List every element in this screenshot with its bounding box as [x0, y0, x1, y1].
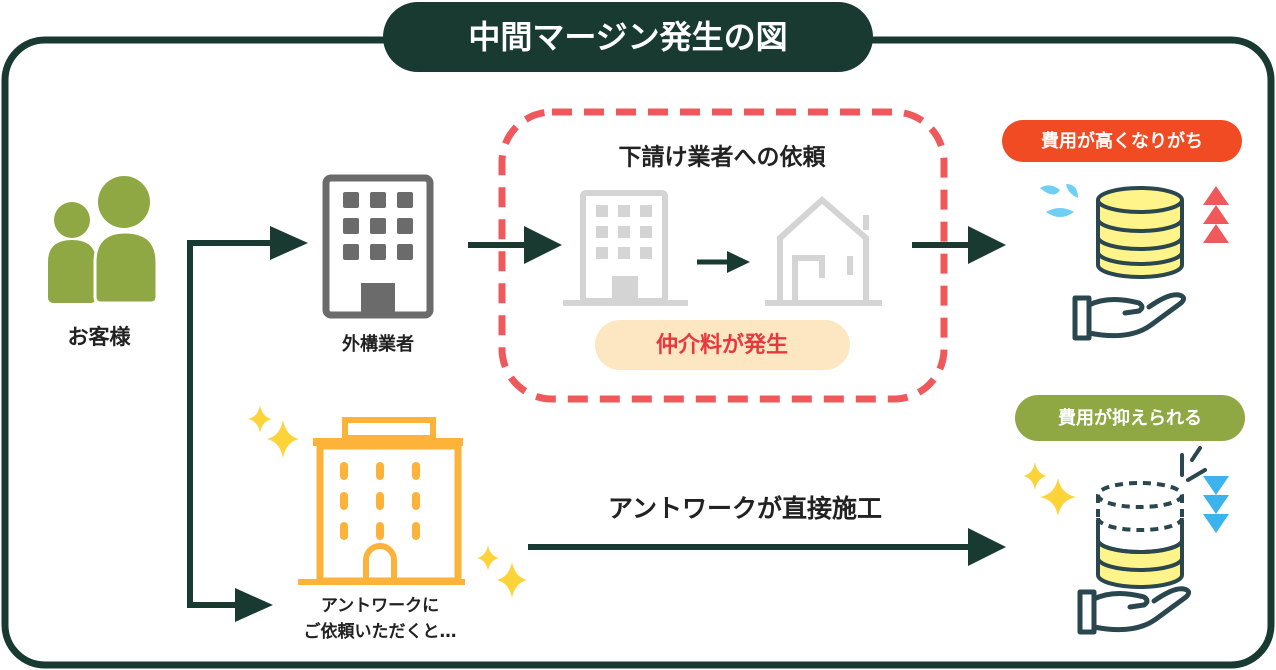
fee-pill	[595, 320, 850, 370]
house-icon	[765, 195, 882, 306]
hand-icon	[1072, 292, 1187, 341]
antwork-building-icon	[298, 417, 465, 585]
diagram-title: 中間マージン発生の図	[468, 18, 787, 56]
arrow-head-icon	[524, 226, 562, 264]
subcontract-box	[498, 108, 948, 403]
small-arrow-head-icon	[727, 251, 750, 273]
sweat-drops-icon	[1040, 184, 1078, 217]
arrow-to-contractor	[270, 226, 308, 260]
antwork-label-line2: ご依頼いただくと…	[304, 621, 457, 642]
subcontract-label: 下請け業者への依頼	[619, 144, 827, 171]
high-cost-badge-label: 費用が高くなりがち	[1041, 130, 1203, 152]
low-cost-badge-label: 費用が抑えられる	[1058, 407, 1202, 429]
fee-label: 仲介料が発生	[656, 332, 788, 358]
sparkle-icon	[1023, 462, 1076, 516]
arrow-to-antwork	[235, 588, 273, 622]
antwork-label-line1: アントワークに	[321, 596, 439, 616]
branch-connector	[187, 240, 270, 608]
low-cost-badge	[1015, 395, 1245, 441]
coin-stack-icon	[1096, 186, 1184, 279]
arrow-head-icon	[968, 226, 1006, 264]
sparkle-icon	[248, 405, 527, 598]
direct-label: アントワークが直接施工	[608, 494, 882, 523]
shrinking-coin-stack-icon	[1096, 446, 1207, 589]
arrow-head-icon	[968, 528, 1006, 566]
contractor-building-icon	[322, 174, 434, 319]
customer-label: お客様	[68, 325, 132, 349]
high-cost-badge	[1002, 120, 1242, 162]
customers-icon	[48, 176, 159, 305]
down-arrows-icon	[1203, 476, 1229, 533]
contractor-label: 外構業者	[342, 333, 414, 355]
up-arrows-icon	[1203, 186, 1229, 243]
title-pill	[383, 2, 873, 72]
hand-icon	[1077, 586, 1192, 635]
subcontractor-building-icon	[563, 190, 688, 306]
